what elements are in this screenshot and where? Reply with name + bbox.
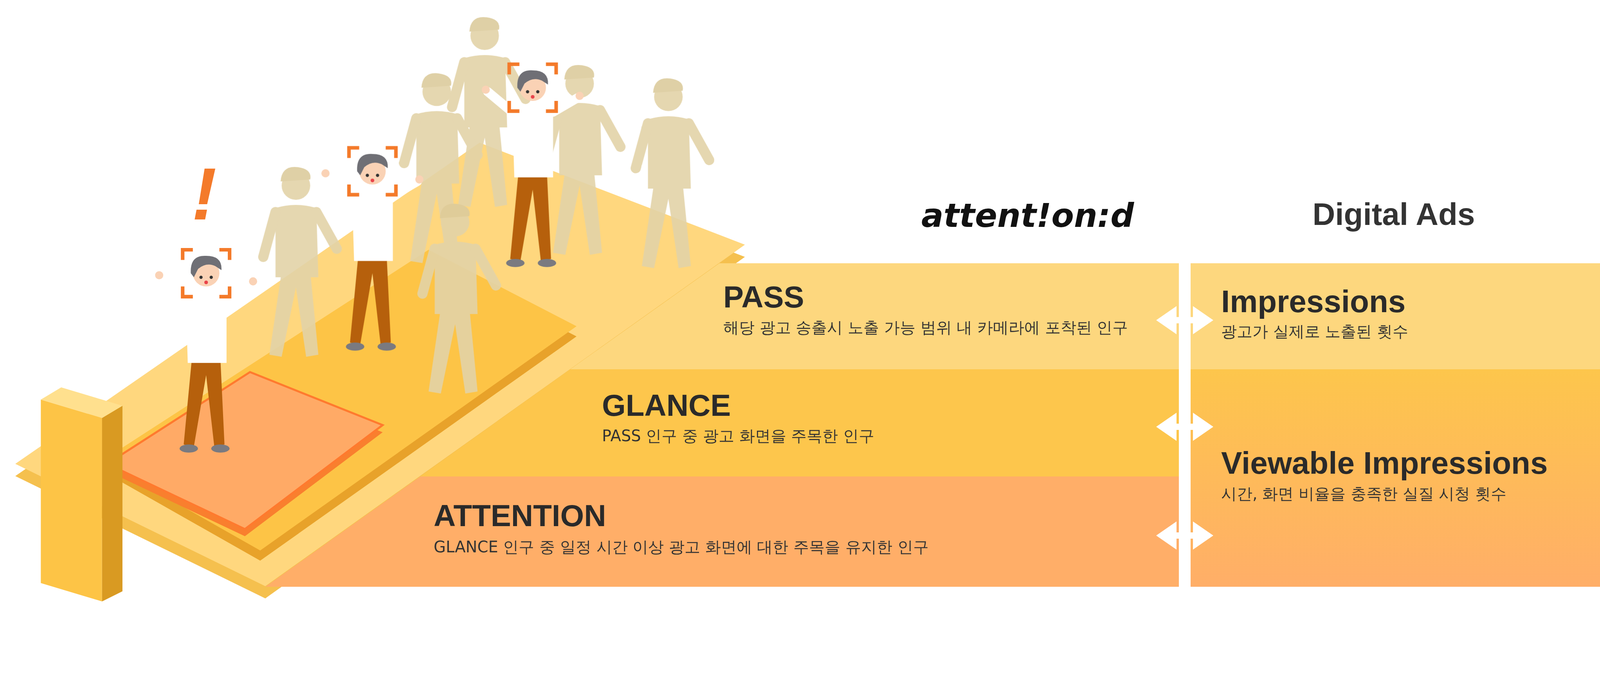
band-heading: Impressions <box>1221 284 1406 319</box>
attention-band: ATTENTION GLANCE 인구 중 일정 시간 이상 광고 화면에 대한 … <box>265 476 1179 588</box>
pass-band: PASS 해당 광고 송출시 노출 가능 범위 내 카메라에 포착된 인구 <box>570 263 1179 370</box>
band-heading: PASS <box>723 280 805 315</box>
impressions-band: Impressions 광고가 실제로 노출된 횟수 <box>1190 263 1600 370</box>
exclamation-mark: ! <box>191 156 217 231</box>
glance-band: GLANCE PASS 인구 중 광고 화면을 주목한 인구 <box>420 369 1179 477</box>
band-shape <box>420 369 1179 477</box>
band-heading: Viewable Impressions <box>1221 446 1548 481</box>
band-description: 해당 광고 송출시 노출 가능 범위 내 카메라에 포착된 인구 <box>723 318 1128 337</box>
band-description: 광고가 실제로 노출된 횟수 <box>1221 322 1409 341</box>
band-description: PASS 인구 중 광고 화면을 주목한 인구 <box>601 426 875 446</box>
brand-logo: attent!on:d <box>921 196 1134 235</box>
band-heading: GLANCE <box>601 389 731 423</box>
viewable-impressions-band: Viewable Impressions 시간, 화면 비율을 충족한 실질 시청… <box>1190 369 1600 588</box>
band-heading: ATTENTION <box>433 499 607 534</box>
band-shape <box>570 263 1179 370</box>
band-shape <box>265 476 1179 588</box>
band-description: GLANCE 인구 중 일정 시간 이상 광고 화면에 대한 주목을 유지한 인… <box>433 537 929 557</box>
column-heading: Digital Ads <box>1312 196 1476 233</box>
band-description: 시간, 화면 비율을 충족한 실질 시청 횟수 <box>1221 484 1507 504</box>
